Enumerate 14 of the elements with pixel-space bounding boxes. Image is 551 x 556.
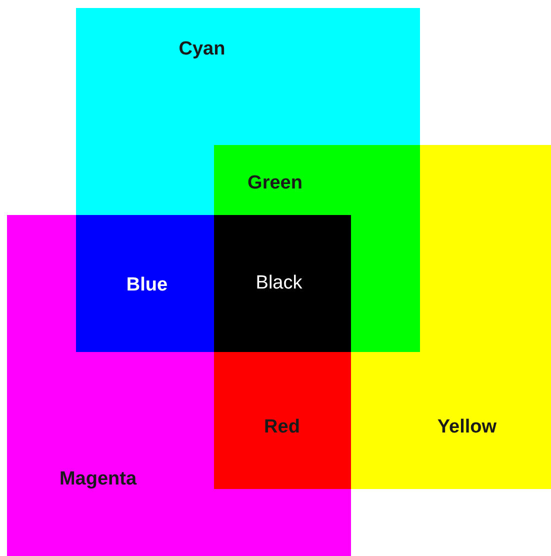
overlap-region [214, 352, 351, 489]
region-label: Red [264, 418, 300, 436]
overlap-region [214, 215, 351, 352]
color-region [351, 145, 551, 489]
overlap-region [214, 145, 420, 352]
region-label: Blue [126, 276, 168, 294]
region-label: Cyan [178, 40, 226, 58]
region-label: Black [256, 274, 302, 292]
region-label: Yellow [437, 418, 497, 436]
color-region [76, 8, 420, 215]
overlap-region [76, 215, 214, 352]
region-label: Green [248, 174, 302, 192]
region-label: Magenta [59, 470, 137, 488]
color-region [7, 215, 351, 556]
